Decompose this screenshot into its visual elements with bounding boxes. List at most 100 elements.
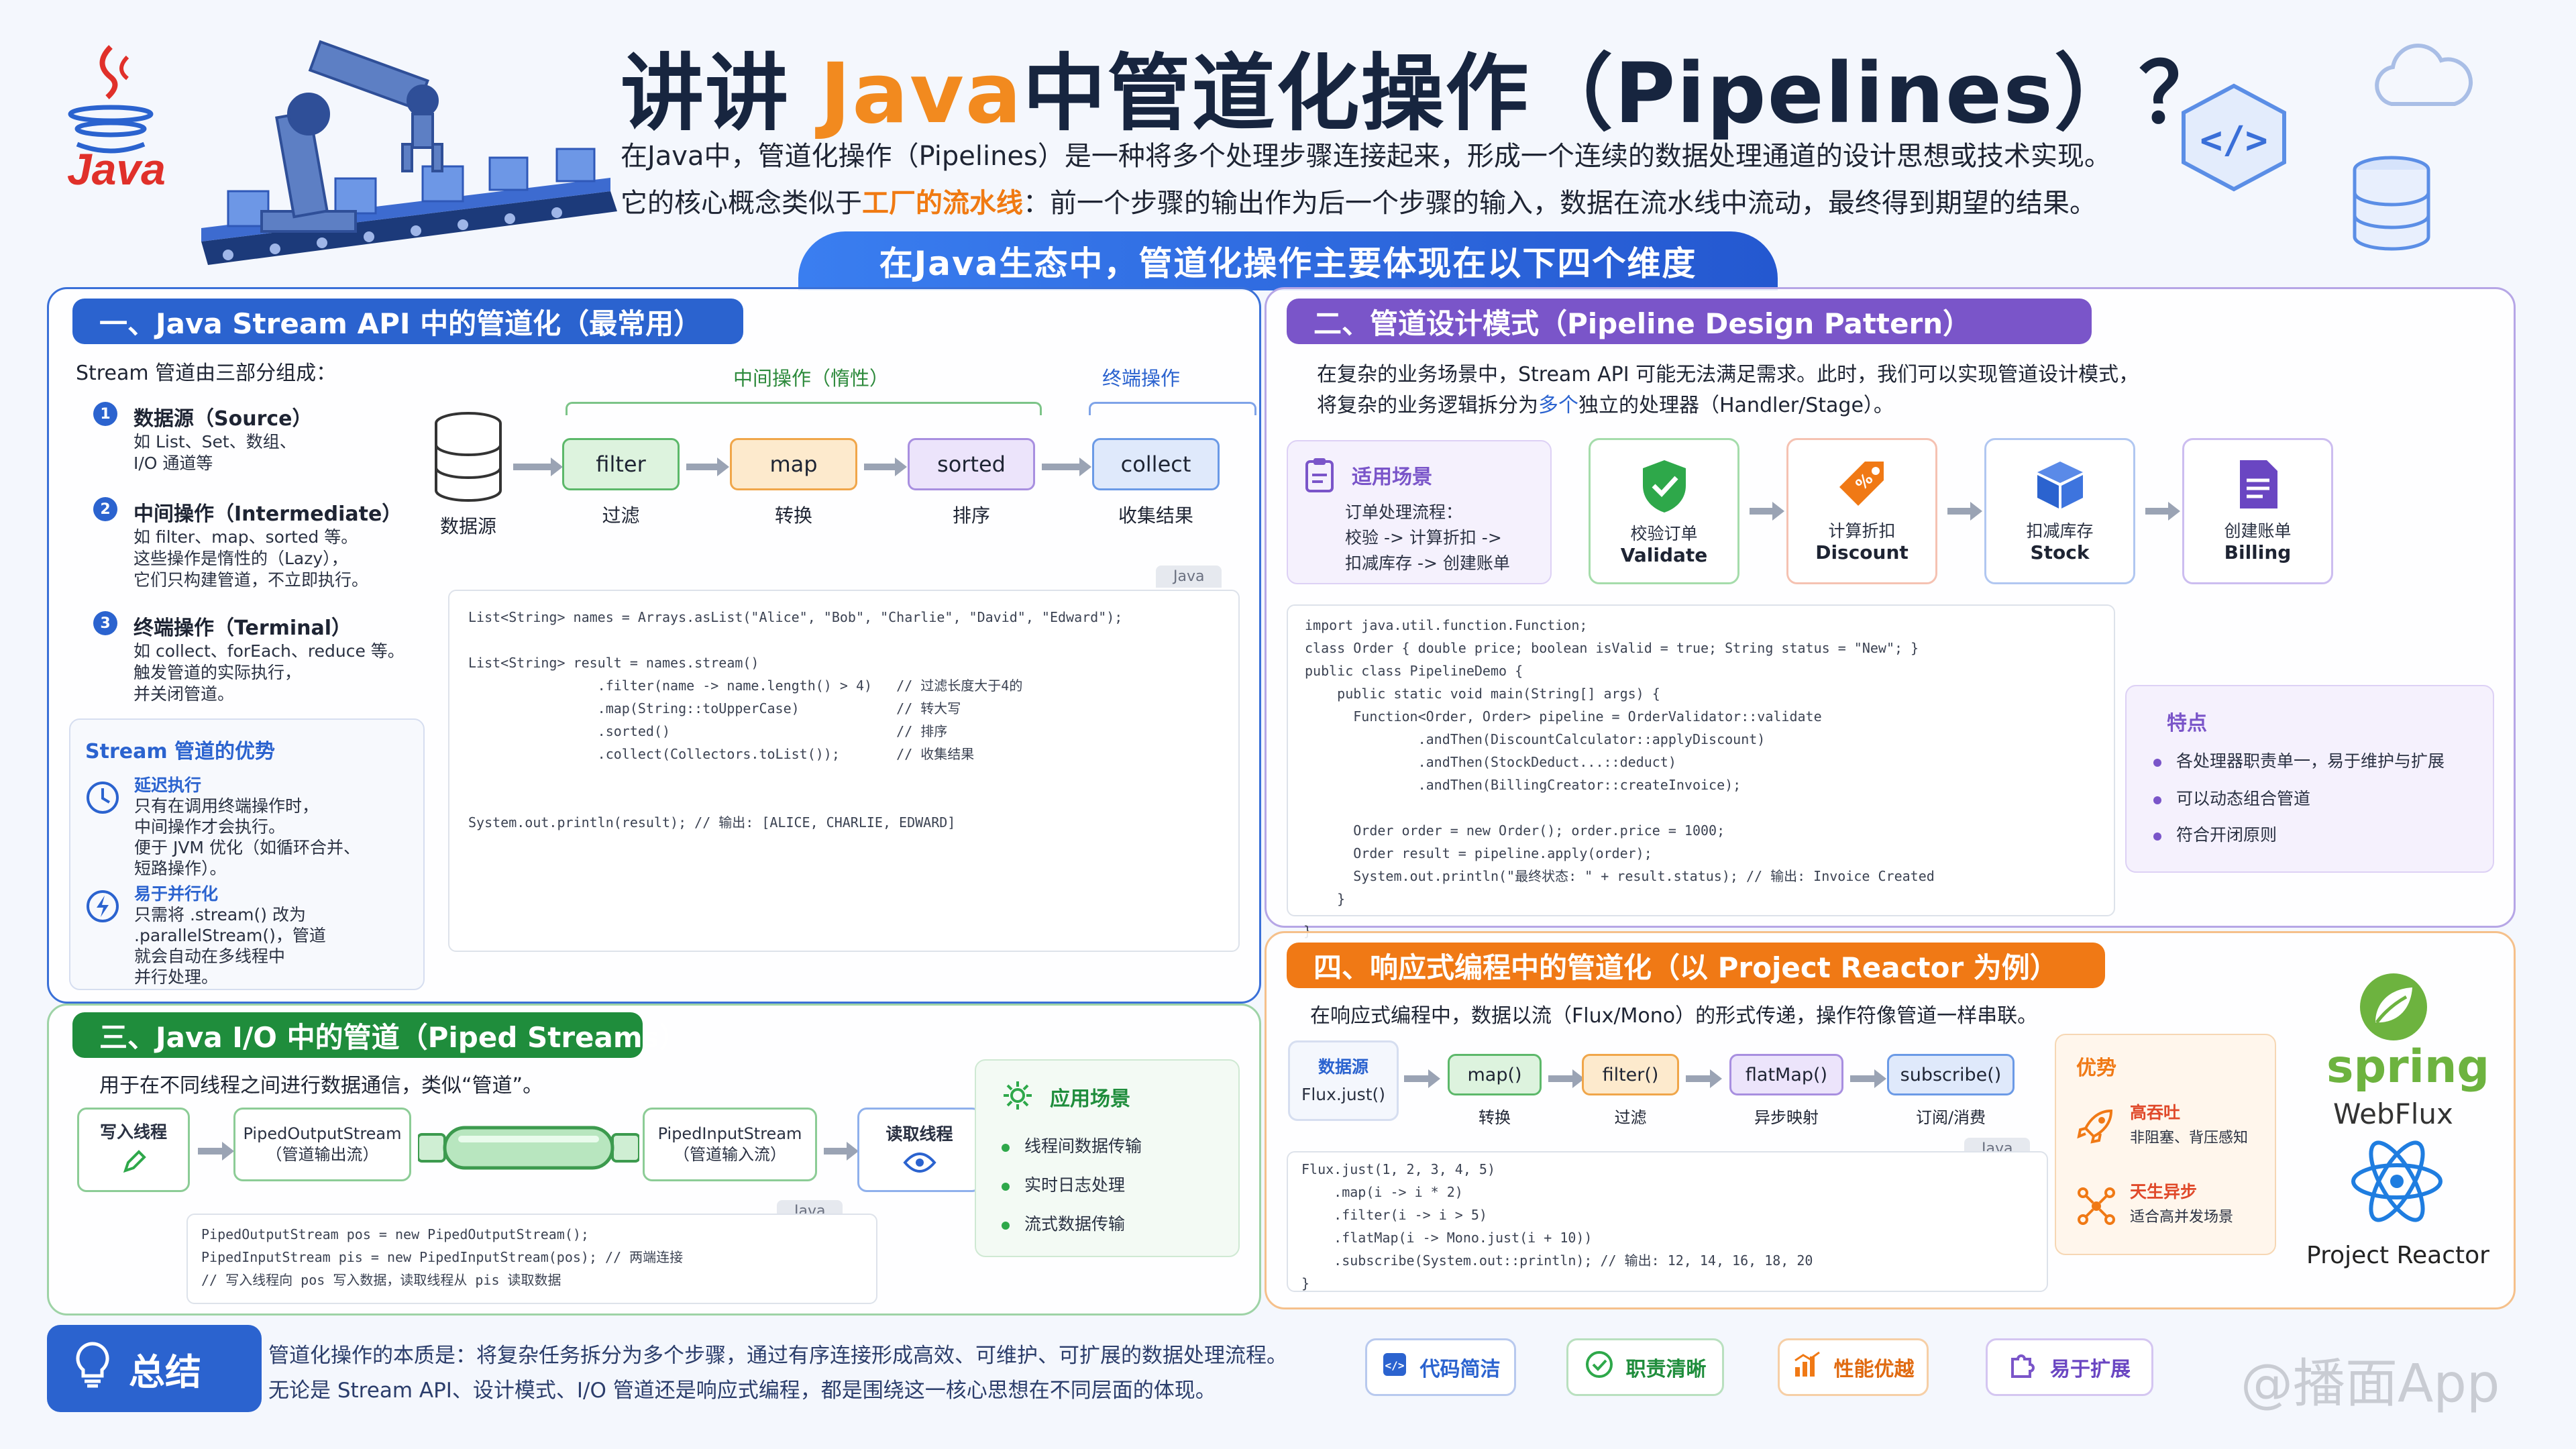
flow-arrow (2145, 502, 2180, 521)
op-collect-label: 收集结果 (1118, 504, 1193, 527)
code-language-tag: Java (1156, 566, 1222, 588)
flow-arrow (1548, 1069, 1585, 1088)
number-badge: 1 (93, 402, 117, 426)
op-filter-box: filter (562, 438, 680, 490)
gear-icon (1002, 1079, 1034, 1114)
hero-illustration: Java (47, 20, 624, 275)
flow-arrow (1750, 502, 1784, 521)
piped-input-box: PipedInputStream （管道输入流） (643, 1108, 817, 1181)
scenario-title: 适用场景 (1352, 466, 1432, 489)
reactive-advantages-card: 优势 高吞吐 非阻塞、背压感知 天生异步 适合高并发场景 (2055, 1034, 2276, 1255)
robot-arm (260, 40, 443, 233)
rocket-icon (2076, 1106, 2116, 1148)
op-sorted-label: 排序 (952, 504, 990, 527)
scenario-item: 实时日志处理 (1002, 1175, 1125, 1195)
page-title: 讲讲 Java中管道化操作（Pipelines）？ (621, 46, 2223, 142)
cloud-icon (2368, 40, 2475, 114)
group-intermediate-label: 中间操作（惰性） (733, 367, 890, 390)
feature-item: 符合开闭原则 (2153, 824, 2277, 845)
clock-icon (85, 780, 120, 818)
reactive-code-block: Flux.just(1, 2, 3, 4, 5) .map(i -> i * 2… (1287, 1151, 2048, 1292)
datasource-label: 数据源 (439, 515, 496, 537)
op-map-label: 转换 (774, 504, 812, 527)
spring-leaf-icon (2357, 970, 2430, 1046)
lightning-icon (85, 889, 120, 926)
pattern-desc-1: 在复杂的业务场景中，Stream API 可能无法满足需求。此时，我们可以实现管… (1317, 363, 2139, 386)
code-line: .filter(name -> name.length() > 4) // 过滤… (468, 678, 1023, 694)
clipboard-icon (1303, 456, 1336, 496)
code-line: List<String> result = names.stream() (468, 655, 759, 671)
stream-panel-title: 一、Java Stream API 中的管道化（最常用） (72, 299, 743, 344)
chip-extensible: 易于扩展 (1986, 1338, 2153, 1396)
piped-streams-panel: 三、Java I/O 中的管道（Piped Streams） 用于在不同线程之间… (47, 1004, 1261, 1316)
svg-text:Java: Java (67, 144, 166, 194)
stream-advantages-card: Stream 管道的优势 延迟执行 只有在调用终端操作时， 中间操作才会执行。 … (69, 718, 425, 990)
number-badge: 2 (93, 497, 117, 521)
flow-arrow (513, 458, 563, 476)
code-icon: </> (2174, 80, 2294, 195)
stream-api-panel: 一、Java Stream API 中的管道化（最常用） Stream 管道由三… (47, 287, 1261, 1004)
chip-clear-duty: 职责清晰 (1566, 1338, 1724, 1396)
code-line: .map(String::toUpperCase) // 转大写 (468, 700, 961, 716)
piped-panel-title: 三、Java I/O 中的管道（Piped Streams） (72, 1012, 688, 1058)
lightbulb-icon (74, 1341, 111, 1397)
part-title: 数据源（Source） (133, 407, 313, 431)
svg-text:</>: </> (1385, 1359, 1404, 1372)
summary-badge: 总结 (47, 1325, 262, 1412)
webflux-label: WebFlux (2333, 1097, 2453, 1130)
piped-desc: 用于在不同线程之间进行数据通信，类似“管道”。 (99, 1074, 543, 1097)
scenario-item: 线程间数据传输 (1002, 1136, 1142, 1157)
op-filter-label: 过滤 (602, 504, 640, 527)
flow-arrow (1042, 458, 1091, 476)
flow-arrow (824, 1142, 859, 1161)
intermediate-bracket (566, 402, 1042, 415)
flow-arrow (864, 458, 907, 476)
advantages-title: Stream 管道的优势 (85, 740, 276, 763)
summary-line-2: 无论是 Stream API、设计模式、I/O 管道还是响应式编程，都是围绕这一… (268, 1379, 1216, 1403)
number-badge: 3 (93, 611, 117, 635)
pattern-code-block: import java.util.function.Function; clas… (1287, 604, 2115, 916)
pattern-panel-title: 二、管道设计模式（Pipeline Design Pattern） (1287, 299, 2092, 344)
reactive-panel: 四、响应式编程中的管道化（以 Project Reactor 为例） 在响应式编… (1265, 931, 2516, 1309)
code-line: System.out.println(result); // 输出: [ALIC… (468, 814, 956, 830)
stage-billing-card: 创建账单 Billing (2182, 438, 2333, 584)
chip-performance: 性能优越 (1778, 1338, 1929, 1396)
stream-lead: Stream 管道由三部分组成： (76, 362, 337, 385)
flow-arrow (686, 458, 729, 476)
piped-output-box: PipedOutputStream （管道输出流） (233, 1108, 411, 1181)
check-circle-icon (1585, 1350, 1614, 1385)
puzzle-icon (2008, 1350, 2038, 1385)
pattern-desc-2: 将复杂的业务逻辑拆分为多个独立的处理器（Handler/Stage）。 (1317, 394, 1894, 417)
features-title: 特点 (2167, 712, 2207, 735)
flow-arrow (1686, 1069, 1722, 1088)
bar-chart-icon (1792, 1350, 1822, 1385)
database-icon (2345, 151, 2438, 258)
piped-code-block: PipedOutputStream pos = new PipedOutputS… (186, 1214, 877, 1304)
watermark: @播面App (2241, 1354, 2500, 1414)
pipeline-pattern-panel: 二、管道设计模式（Pipeline Design Pattern） 在复杂的业务… (1265, 287, 2516, 939)
datasource-icon (431, 410, 505, 506)
pipe-illustration (417, 1114, 641, 1184)
section-banner: 在Java生态中，管道化操作主要体现在以下四个维度 (798, 231, 1778, 290)
scenario-card: 适用场景 订单处理流程： 校验 -> 计算折扣 -> 扣减库存 -> 创建账单 (1287, 440, 1552, 584)
flow-arrow (1947, 502, 1982, 521)
reactive-desc: 在响应式编程中，数据以流（Flux/Mono）的形式传递，操作符像管道一样串联。 (1310, 1004, 2038, 1028)
project-reactor-label: Project Reactor (2306, 1242, 2489, 1269)
code-line: .sorted() // 排序 (468, 723, 948, 739)
stream-code-block: List<String> names = Arrays.asList("Alic… (448, 590, 1240, 952)
reactive-filter-box: filter() (1582, 1054, 1679, 1095)
reactive-panel-title: 四、响应式编程中的管道化（以 Project Reactor 为例） (1287, 943, 2105, 988)
features-card: 特点 各处理器职责单一，易于维护与扩展 可以动态组合管道 符合开闭原则 (2125, 685, 2494, 873)
spring-wordmark: spring (2326, 1040, 2490, 1093)
shield-check-icon (1639, 458, 1690, 517)
stage-stock-card: 扣减库存 Stock (1984, 438, 2135, 584)
feature-item: 各处理器职责单一，易于维护与扩展 (2153, 751, 2445, 771)
reactive-flatmap-box: flatMap() (1729, 1054, 1843, 1095)
part-title: 中间操作（Intermediate） (133, 502, 402, 526)
op-sorted-box: sorted (908, 438, 1035, 490)
chip-concise-code: </> 代码简洁 (1365, 1338, 1516, 1396)
summary-line-1: 管道化操作的本质是：将复杂任务拆分为多个步骤，通过有序连接形成高效、可维护、可扩… (268, 1344, 1287, 1368)
piped-scenarios-title: 应用场景 (1050, 1087, 1130, 1111)
group-terminal-label: 终端操作 (1102, 367, 1181, 390)
op-collect-box: collect (1092, 438, 1220, 490)
